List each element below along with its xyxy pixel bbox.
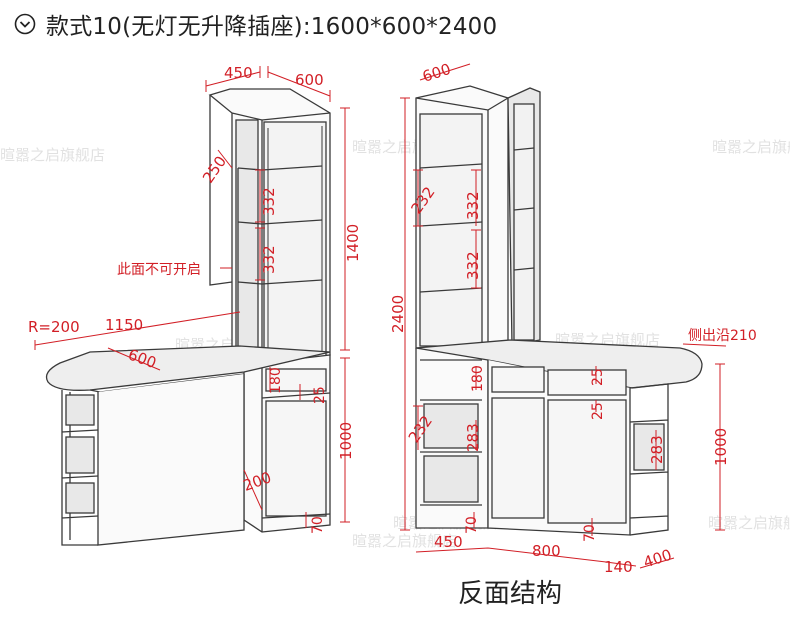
dim-label: 70 (464, 516, 480, 534)
watermark: 暄嚣之启旗舰店 (0, 146, 105, 164)
dim-label: 1150 (105, 316, 143, 334)
figure-caption: 反面结构 (458, 579, 563, 609)
dim-label: 70 (310, 516, 326, 534)
watermark: 暄嚣之启旗舰店 (708, 514, 790, 532)
watermark: 暄嚣之启旗舰店 (712, 138, 790, 156)
dim-label: 1000 (337, 422, 355, 460)
dim-label: 332 (464, 251, 482, 280)
dim-label: 25 (312, 386, 328, 404)
dim-label: 25 (590, 368, 606, 386)
dim-label: 283 (648, 435, 666, 464)
watermark: 暄嚣之启旗舰店 (352, 532, 457, 550)
title-row: 款式10(无灯无升降插座):1600*600*2400 (14, 6, 497, 42)
dim-label: R=200 (28, 318, 80, 336)
left-dimension-lines (34, 66, 350, 528)
chevron-down-circle-icon (14, 13, 36, 35)
page-title: 款式10(无灯无升降插座):1600*600*2400 (46, 14, 498, 40)
dim-label: 600 (295, 71, 324, 89)
dim-label: 250 (199, 153, 230, 187)
note-label: 此面不可开启 (117, 262, 201, 278)
dim-label: 800 (532, 542, 561, 560)
dim-label: 450 (434, 533, 463, 551)
dim-label: 600 (420, 60, 453, 86)
dim-label: 180 (268, 367, 284, 394)
dim-label: 332 (464, 191, 482, 220)
right-cabinet (415, 85, 703, 536)
dim-label: 332 (260, 245, 278, 274)
right-dimension-lines (400, 63, 727, 569)
right-dimension-labels: 600 2400 232 332 332 180 25 25 232 283 2… (389, 60, 757, 576)
dim-label: 140 (604, 558, 633, 576)
dim-label: 25 (590, 402, 606, 420)
dim-label: 2400 (389, 295, 407, 333)
left-cabinet (45, 88, 331, 546)
dim-label: 332 (260, 187, 278, 216)
dim-label: 1000 (712, 428, 730, 466)
dim-label: 70 (582, 524, 598, 542)
dim-label: 283 (464, 423, 482, 452)
note-label: 侧出沿210 (688, 328, 757, 344)
dim-label: 400 (641, 546, 674, 572)
dim-label: 180 (470, 365, 486, 392)
dim-label: 1400 (344, 224, 362, 262)
dim-label: 450 (224, 64, 253, 82)
